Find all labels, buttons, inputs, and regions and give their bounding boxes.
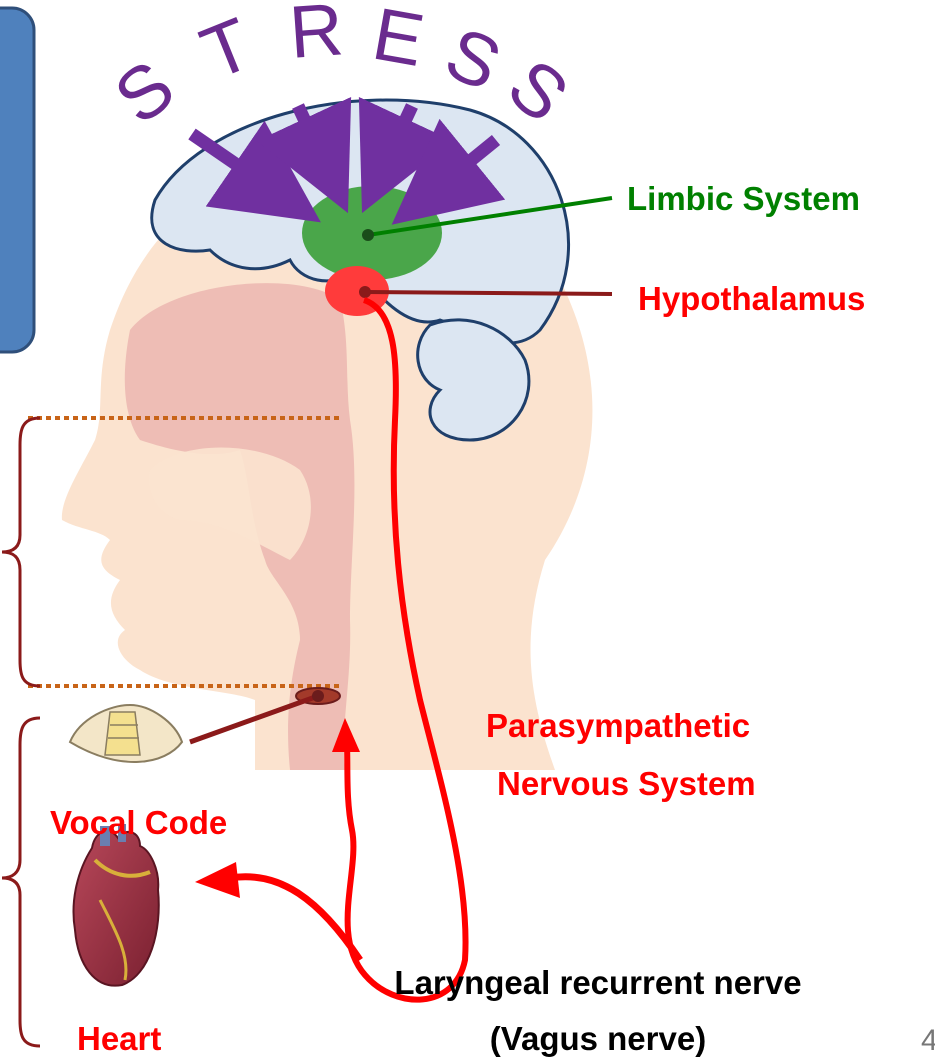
vocal-code-label: Vocal Code: [50, 804, 227, 841]
nerve-label-line1: Laryngeal recurrent nerve: [394, 964, 801, 1001]
parasympathetic-label-line1: Parasympathetic: [486, 707, 750, 744]
stress-letter-3: R: [287, 0, 346, 74]
page-number: 4: [921, 1024, 935, 1057]
heart-icon: [74, 824, 159, 986]
heart-label: Heart: [77, 1020, 161, 1057]
stress-letter-6: S: [493, 43, 584, 138]
hypothalamus-pointer-dot: [359, 286, 371, 298]
stress-letter-1: S: [99, 44, 189, 140]
bracket-lower: [2, 718, 40, 1046]
stress-letter-5: S: [434, 11, 513, 107]
vocal-cords-icon: [70, 705, 182, 762]
hypothalamus-pointer: [365, 292, 612, 294]
nerve-branch-to-heart: [230, 877, 360, 960]
blue-box: [0, 8, 34, 352]
vocal-pointer-dot: [312, 690, 324, 702]
stress-letter-2: T: [190, 1, 263, 95]
limbic-pointer-dot: [362, 229, 374, 241]
nerve-arrowhead-heart: [195, 862, 240, 898]
parasympathetic-label-line2: Nervous System: [497, 765, 756, 802]
stress-letter-4: E: [367, 0, 430, 82]
limbic-system-label: Limbic System: [627, 180, 860, 217]
nerve-label-line2: (Vagus nerve): [490, 1020, 706, 1057]
hypothalamus-label: Hypothalamus: [638, 280, 865, 317]
bracket-upper: [2, 418, 40, 686]
